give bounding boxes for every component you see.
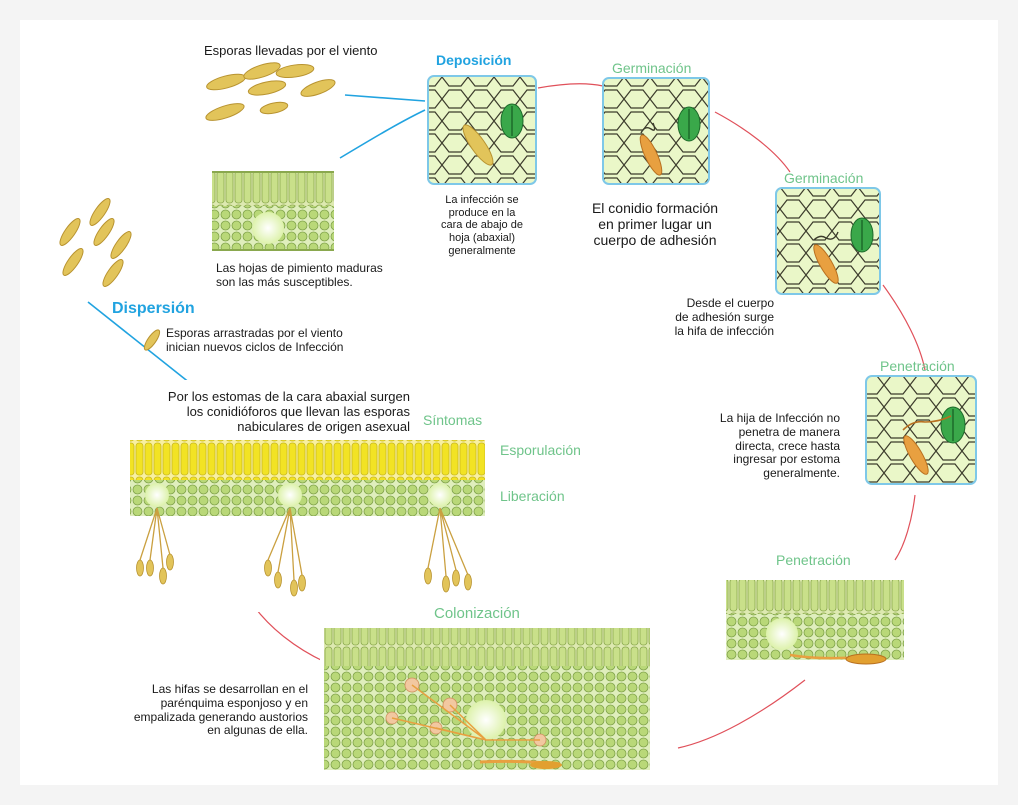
penetration-section [722, 562, 908, 676]
leaf-section-susceptible [208, 160, 336, 252]
leaf-surface-germinacion-2 [776, 188, 880, 294]
stage-sintomas: Síntomas [423, 412, 482, 428]
leaf-surface-penetracion-1 [866, 376, 976, 484]
stage-dispersion: Dispersión [112, 300, 195, 318]
leaf-surface-deposicion [428, 76, 536, 184]
stage-penetracion-2: Penetración [776, 552, 851, 568]
colonization-section [320, 598, 654, 778]
stage-esporulacion: Esporulación [500, 442, 581, 458]
colonization-text: Las hifas se desarrollan en el parénquim… [110, 683, 308, 738]
infection-hypha-text: Desde el cuerpo de adhesión surge la hif… [640, 297, 774, 338]
wind-spores-label: Esporas llevadas por el viento [204, 44, 377, 59]
adhesion-body-text: El conidio formación en primer lugar un … [580, 200, 730, 248]
stage-colonizacion: Colonización [434, 605, 520, 622]
stage-germinacion-2: Germinación [784, 170, 863, 186]
dispersion-text: Esporas arrastradas por el viento inicia… [166, 327, 343, 355]
penetration-text: La hija de Infección no penetra de maner… [676, 412, 840, 481]
stage-germinacion-1: Germinación [612, 60, 691, 76]
stage-deposicion: Deposición [436, 52, 511, 68]
stage-liberacion: Liberación [500, 488, 565, 504]
leaf-surface-germinacion-1 [603, 78, 709, 184]
conidiophores-text: Por los estomas de la cara abaxial surge… [120, 390, 410, 435]
susceptible-leaves-text: Las hojas de pimiento maduras son las má… [216, 262, 383, 290]
stage-penetracion-1: Penetración [880, 358, 955, 374]
infection-face-text: La infección se produce en la cara de ab… [426, 194, 538, 257]
